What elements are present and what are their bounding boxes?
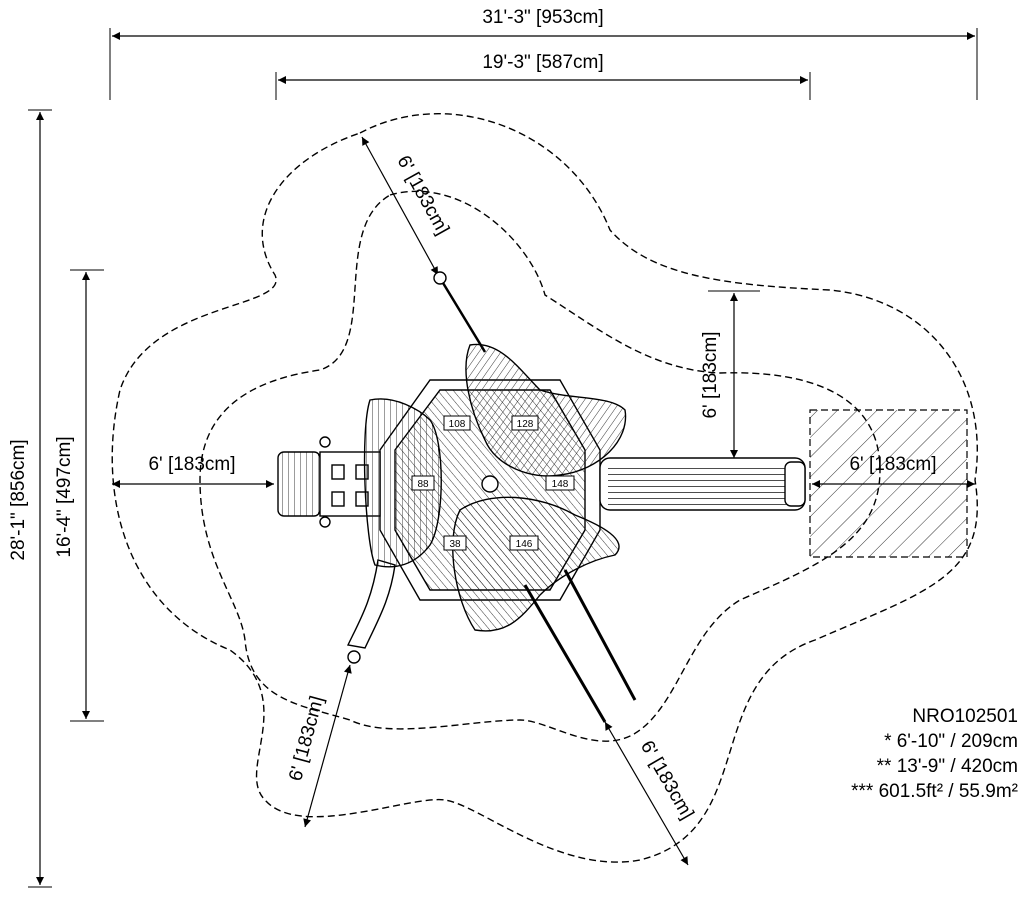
deck-tag: 128 (517, 419, 534, 430)
model-number: NRO102501 (912, 706, 1018, 727)
clearance-bottom-right-label: 6' [183cm] (636, 737, 698, 823)
clearance-bottom-left-line (303, 664, 352, 828)
overall-depth-label: 28'-1" [856cm] (8, 439, 29, 560)
overall-width-label: 31'-3" [953cm] (482, 7, 603, 28)
fall-height: * 6'-10" / 209cm (884, 731, 1018, 752)
use-zone-area: *** 601.5ft² / 55.9m² (851, 781, 1018, 802)
structure-width-label: 19'-3" [587cm] (482, 52, 603, 73)
structure-depth-label: 16'-4" [497cm] (54, 436, 75, 557)
clearance-top-label: 6' [183cm] (393, 152, 454, 238)
inner-use-zone (199, 190, 881, 742)
deck-tag: 146 (516, 539, 533, 550)
max-height: ** 13'-9" / 420cm (876, 756, 1018, 777)
clearance-bottom-left-label: 6' [183cm] (285, 694, 328, 784)
spec-block: NRO102501 * 6'-10" / 209cm ** 13'-9" / 4… (851, 704, 1018, 804)
deck-tag: 148 (552, 479, 569, 490)
clearance-top-line (361, 136, 439, 276)
clearance-right-vertical-label: 6' [183cm] (700, 331, 721, 418)
deck-height-tags: 108 128 88 148 38 146 (411, 415, 575, 551)
outer-use-zone (111, 113, 978, 863)
clearance-bottom-right-line (604, 721, 689, 866)
deck-tag: 38 (449, 539, 461, 550)
play-structure (277, 271, 806, 723)
clearance-left-label: 6' [183cm] (148, 454, 235, 475)
extension-lines (28, 28, 978, 888)
deck-tag: 88 (417, 479, 429, 490)
clearance-slide-exit-label: 6' [183cm] (849, 454, 936, 475)
deck-tag: 108 (449, 419, 466, 430)
